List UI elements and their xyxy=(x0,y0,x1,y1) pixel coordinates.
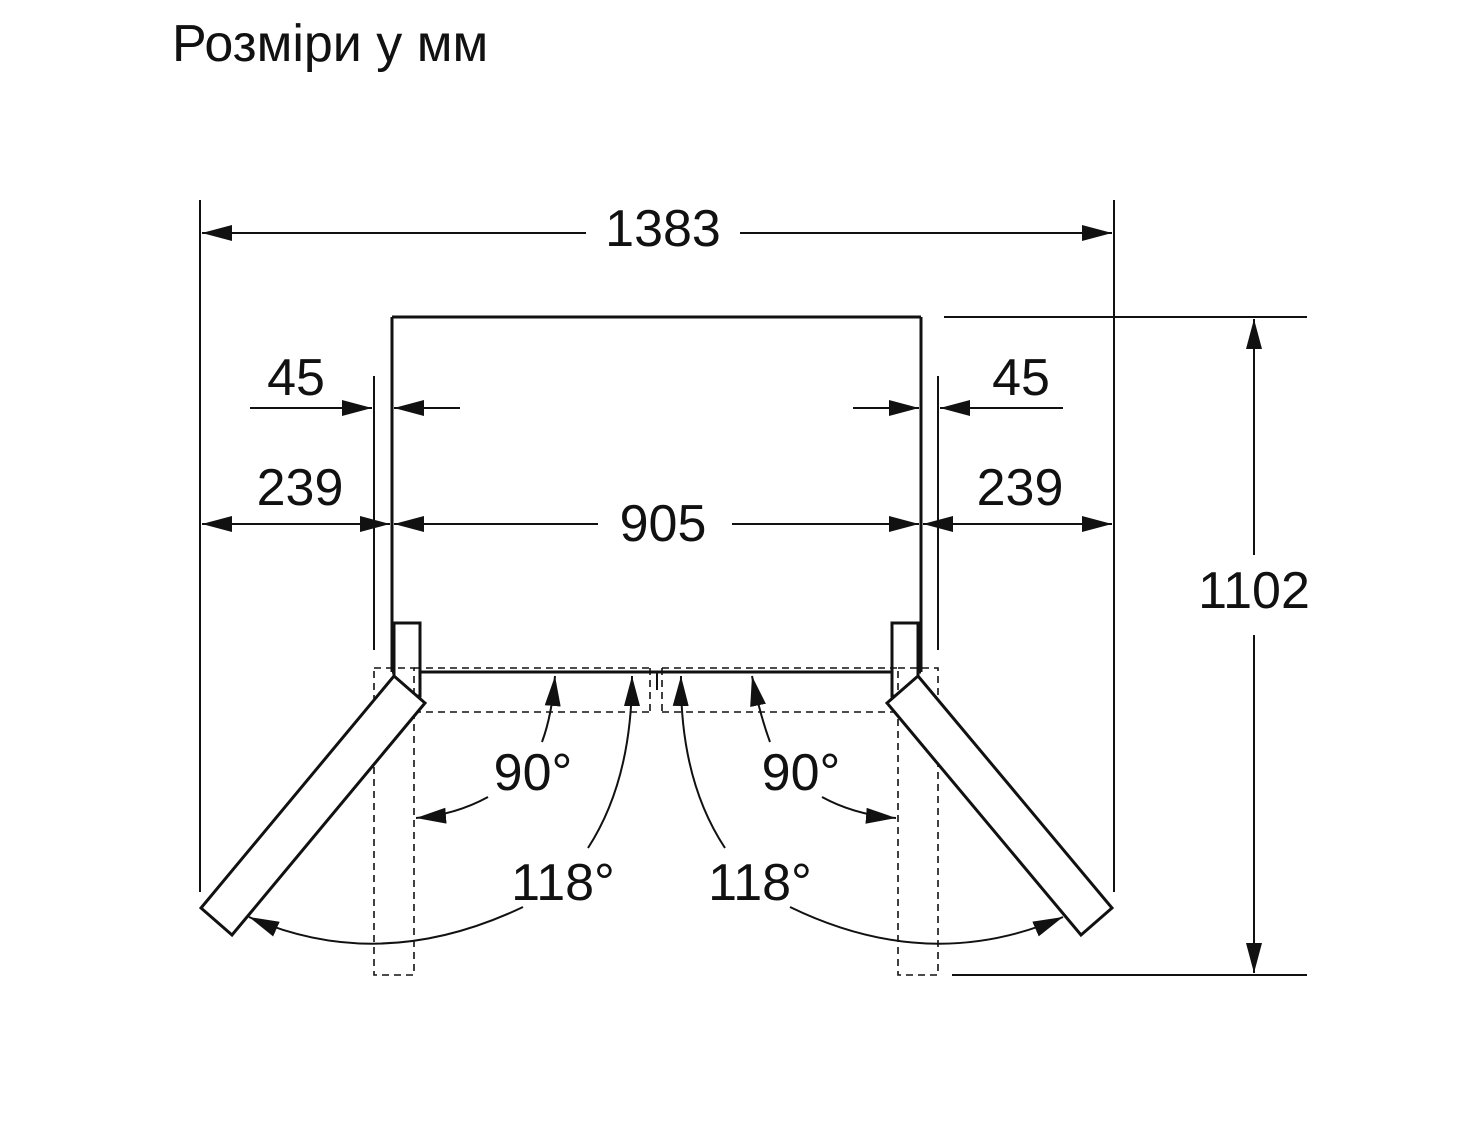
right-door-open xyxy=(884,673,1115,938)
left-gap-label: 45 xyxy=(267,349,325,407)
left-90-angle-label: 90° xyxy=(494,744,573,802)
left-clearance-label: 239 xyxy=(257,459,344,517)
body-width-label: 905 xyxy=(620,495,707,553)
fridge-body xyxy=(390,315,923,690)
overall-width-label: 1383 xyxy=(605,200,721,258)
extension-lines xyxy=(199,200,1307,976)
left-118-angle-label: 118° xyxy=(511,854,615,912)
dimension-lines xyxy=(202,225,1262,973)
right-clearance-label: 239 xyxy=(977,459,1064,517)
right-gap-label: 45 xyxy=(992,349,1050,407)
left-door-open xyxy=(198,673,428,938)
angle-arcs xyxy=(248,675,1064,945)
right-118-angle-label: 118° xyxy=(708,854,812,912)
depth-label: 1102 xyxy=(1198,562,1310,620)
door-outlines-dashed xyxy=(373,667,939,976)
right-90-angle-label: 90° xyxy=(762,744,841,802)
diagram-title: Розміри у мм xyxy=(172,15,489,73)
